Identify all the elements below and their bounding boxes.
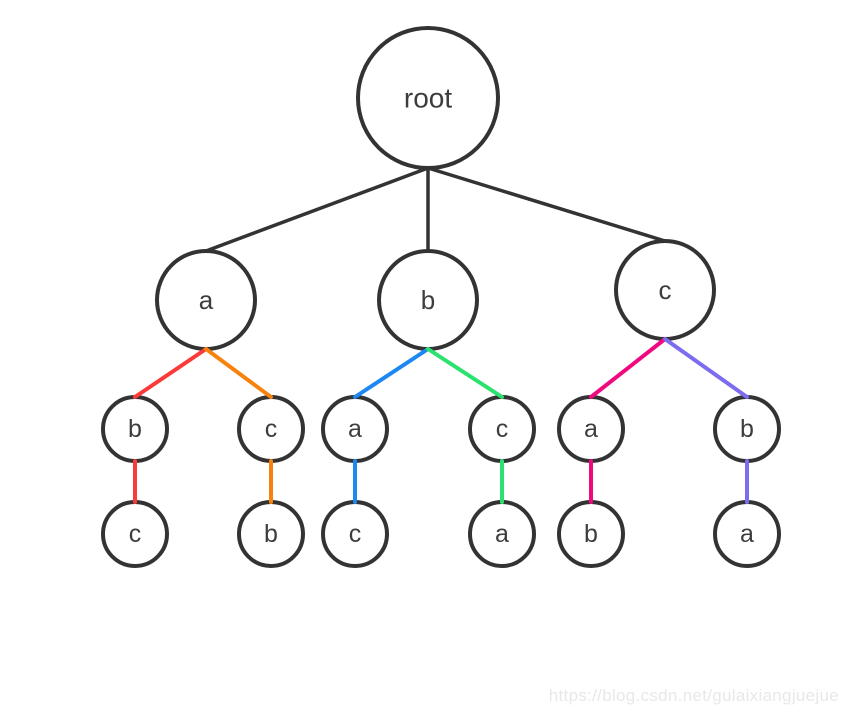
node-bac-label: c bbox=[349, 520, 362, 548]
node-ca-label: a bbox=[584, 415, 598, 443]
node-b-label: b bbox=[421, 285, 435, 315]
node-bc-label: c bbox=[496, 415, 509, 443]
node-acb-label: b bbox=[264, 520, 278, 548]
node-cab-label: b bbox=[584, 520, 598, 548]
node-bca-label: a bbox=[495, 520, 509, 548]
node-ac-label: c bbox=[265, 415, 278, 443]
node-cb-label: b bbox=[740, 415, 754, 443]
node-circles-layer bbox=[101, 26, 781, 568]
node-root-label: root bbox=[404, 83, 452, 114]
edges-layer bbox=[133, 166, 749, 504]
edge-b-ba bbox=[353, 347, 430, 399]
node-ba-label: a bbox=[348, 415, 362, 443]
edge-c-cb bbox=[663, 337, 749, 399]
edge-c-ca bbox=[589, 337, 667, 399]
node-a-label: a bbox=[199, 285, 214, 315]
edge-root-c bbox=[426, 166, 667, 243]
node-c-label: c bbox=[659, 275, 672, 305]
watermark: https://blog.csdn.net/gulaixiangjuejue bbox=[548, 686, 839, 705]
edge-a-ac bbox=[204, 347, 273, 399]
edge-root-a bbox=[204, 166, 430, 253]
node-ab-label: b bbox=[128, 415, 142, 443]
node-cba-label: a bbox=[740, 520, 754, 548]
node-abc-label: c bbox=[129, 520, 142, 548]
node-labels-layer: root a b c b c a c a b c b c a b a bbox=[128, 83, 754, 549]
edge-b-bc bbox=[426, 347, 504, 399]
edge-a-ab bbox=[133, 347, 208, 399]
